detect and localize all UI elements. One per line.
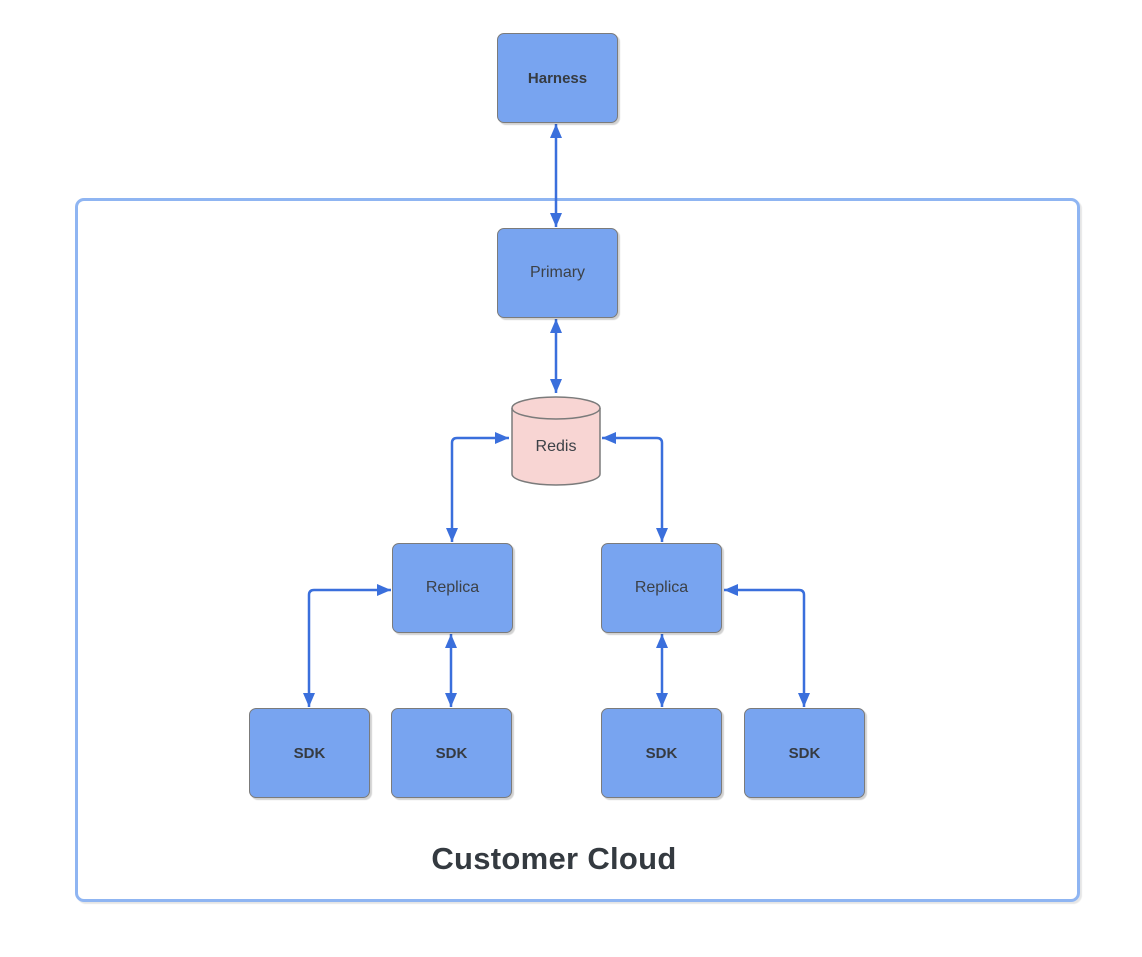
node-replica-right-label: Replica — [634, 579, 689, 596]
node-replica-left: Replica — [392, 543, 513, 633]
node-harness: Harness — [497, 33, 618, 123]
customer-cloud-label: Customer Cloud — [431, 841, 677, 876]
node-replica-left-label: Replica — [425, 579, 480, 596]
node-redis-label: Redis — [535, 437, 577, 455]
node-sdk-3: SDK — [601, 708, 722, 798]
node-sdk-2-label: SDK — [435, 744, 468, 762]
node-harness-label: Harness — [527, 69, 588, 87]
customer-cloud-container — [75, 198, 1080, 902]
node-sdk-1-label: SDK — [293, 744, 326, 762]
node-replica-right: Replica — [601, 543, 722, 633]
node-sdk-4-label: SDK — [788, 744, 821, 762]
node-sdk-3-label: SDK — [645, 744, 678, 762]
node-sdk-2: SDK — [391, 708, 512, 798]
cylinder-shape-icon — [511, 396, 601, 486]
node-sdk-1: SDK — [249, 708, 370, 798]
node-primary-label: Primary — [529, 264, 586, 281]
node-redis: Redis — [510, 395, 602, 487]
node-primary: Primary — [497, 228, 618, 318]
node-sdk-4: SDK — [744, 708, 865, 798]
